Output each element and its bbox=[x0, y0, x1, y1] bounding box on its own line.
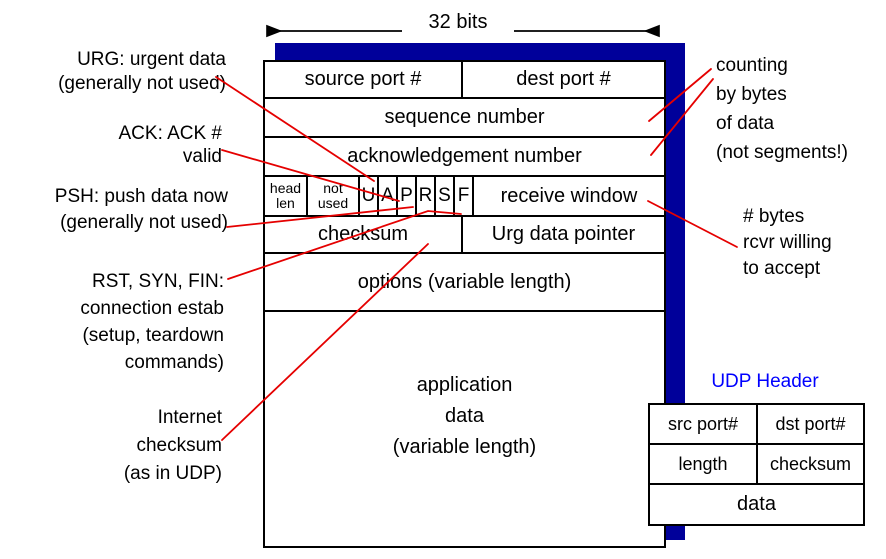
head-len-line2: len bbox=[276, 195, 295, 211]
bits-width-caption: 32 bits bbox=[428, 11, 488, 33]
udp-cell-checksum: checksum bbox=[769, 453, 852, 474]
cell-not-used: not used bbox=[308, 177, 360, 215]
cell-checksum: checksum bbox=[265, 217, 463, 252]
annotation-ics-line1: Internet bbox=[157, 407, 222, 428]
annotation-rst-line1: RST, SYN, FIN: bbox=[92, 271, 224, 292]
row-acknowledgement: acknowledgement number bbox=[265, 138, 664, 177]
annotation-counting-line4: (not segments!) bbox=[716, 142, 848, 163]
cell-receive-window: receive window bbox=[500, 184, 638, 207]
cell-flag-ack: A bbox=[379, 177, 398, 215]
cell-dest-port: dest port # bbox=[516, 68, 611, 90]
app-data-line3: (variable length) bbox=[392, 436, 537, 458]
annotation-counting-line3: of data bbox=[716, 113, 775, 134]
cell-urg-data-pointer: Urg data pointer bbox=[491, 223, 636, 245]
row-options: options (variable length) bbox=[265, 254, 664, 312]
row-ports: source port # dest port # bbox=[265, 62, 664, 99]
app-data-line1: application bbox=[416, 374, 513, 396]
annotation-psh: PSH: push data now (generally not used) bbox=[0, 184, 228, 236]
annotation-urg-line2: (generally not used) bbox=[58, 73, 226, 94]
cell-sequence-number: sequence number bbox=[384, 106, 545, 128]
annotation-psh-line2: (generally not used) bbox=[60, 212, 228, 233]
annotation-ics-line2: checksum bbox=[136, 435, 222, 456]
not-used-line1: not bbox=[323, 180, 343, 196]
udp-cell-length: length bbox=[650, 445, 758, 483]
cell-acknowledgement-number: acknowledgement number bbox=[347, 145, 582, 167]
udp-row-ports: src port# dst port# bbox=[650, 405, 863, 445]
annotation-rcvr-line1: # bytes bbox=[743, 206, 805, 227]
annotation-psh-line1: PSH: push data now bbox=[54, 186, 228, 207]
udp-header-title: UDP Header bbox=[711, 371, 819, 392]
cell-source-port: source port # bbox=[265, 62, 463, 97]
annotation-counting-line2: by bytes bbox=[716, 84, 787, 105]
annotation-rst-line3: (setup, teardown bbox=[82, 325, 224, 346]
not-used-line2: used bbox=[317, 195, 349, 211]
annotation-counting-line1: counting bbox=[716, 55, 788, 76]
annotation-ack: ACK: ACK # valid bbox=[0, 122, 223, 168]
app-data-line2: data bbox=[445, 405, 484, 427]
row-application-data: application data (variable length) bbox=[265, 312, 664, 546]
cell-options: options (variable length) bbox=[357, 270, 572, 293]
annotation-rcvr-bytes: # bytes rcvr willing to accept bbox=[743, 204, 883, 282]
udp-row-length-checksum: length checksum bbox=[650, 445, 863, 485]
udp-cell-dst-port: dst port# bbox=[775, 413, 846, 434]
head-len-line1: head bbox=[269, 180, 302, 196]
cell-flag-rst: R bbox=[417, 177, 436, 215]
annotation-rcvr-line2: rcvr willing bbox=[743, 232, 832, 253]
annotation-urg-line1: URG: urgent data bbox=[77, 49, 226, 70]
cell-head-len: head len bbox=[265, 177, 308, 215]
annotation-rst-line4: commands) bbox=[124, 352, 224, 373]
annotation-rst-line2: connection estab bbox=[80, 298, 224, 319]
cell-flag-psh: P bbox=[398, 177, 417, 215]
annotation-ack-line2: valid bbox=[182, 146, 222, 167]
udp-cell-data: data bbox=[737, 493, 776, 515]
annotation-rcvr-line3: to accept bbox=[743, 258, 821, 279]
udp-row-data: data bbox=[650, 485, 863, 524]
annotation-urg: URG: urgent data (generally not used) bbox=[0, 48, 226, 96]
cell-flag-urg: U bbox=[360, 177, 379, 215]
row-flags: head len not used U A P R S F receive wi… bbox=[265, 177, 664, 217]
udp-header-table: src port# dst port# length checksum data bbox=[648, 403, 865, 526]
row-checksum: checksum Urg data pointer bbox=[265, 217, 664, 254]
cell-flag-fin: F bbox=[455, 177, 474, 215]
tcp-segment-table: source port # dest port # sequence numbe… bbox=[263, 60, 666, 548]
row-sequence: sequence number bbox=[265, 99, 664, 138]
cell-application-data: application data (variable length) bbox=[265, 312, 664, 546]
annotation-ics-line3: (as in UDP) bbox=[123, 463, 222, 484]
udp-cell-src-port: src port# bbox=[650, 405, 758, 443]
annotation-counting: counting by bytes of data (not segments!… bbox=[716, 51, 884, 167]
cell-flag-syn: S bbox=[436, 177, 455, 215]
annotation-rst-syn-fin: RST, SYN, FIN: connection estab (setup, … bbox=[0, 268, 224, 376]
annotation-ack-line1: ACK: ACK # bbox=[118, 123, 223, 144]
annotation-internet-checksum: Internet checksum (as in UDP) bbox=[0, 404, 222, 488]
